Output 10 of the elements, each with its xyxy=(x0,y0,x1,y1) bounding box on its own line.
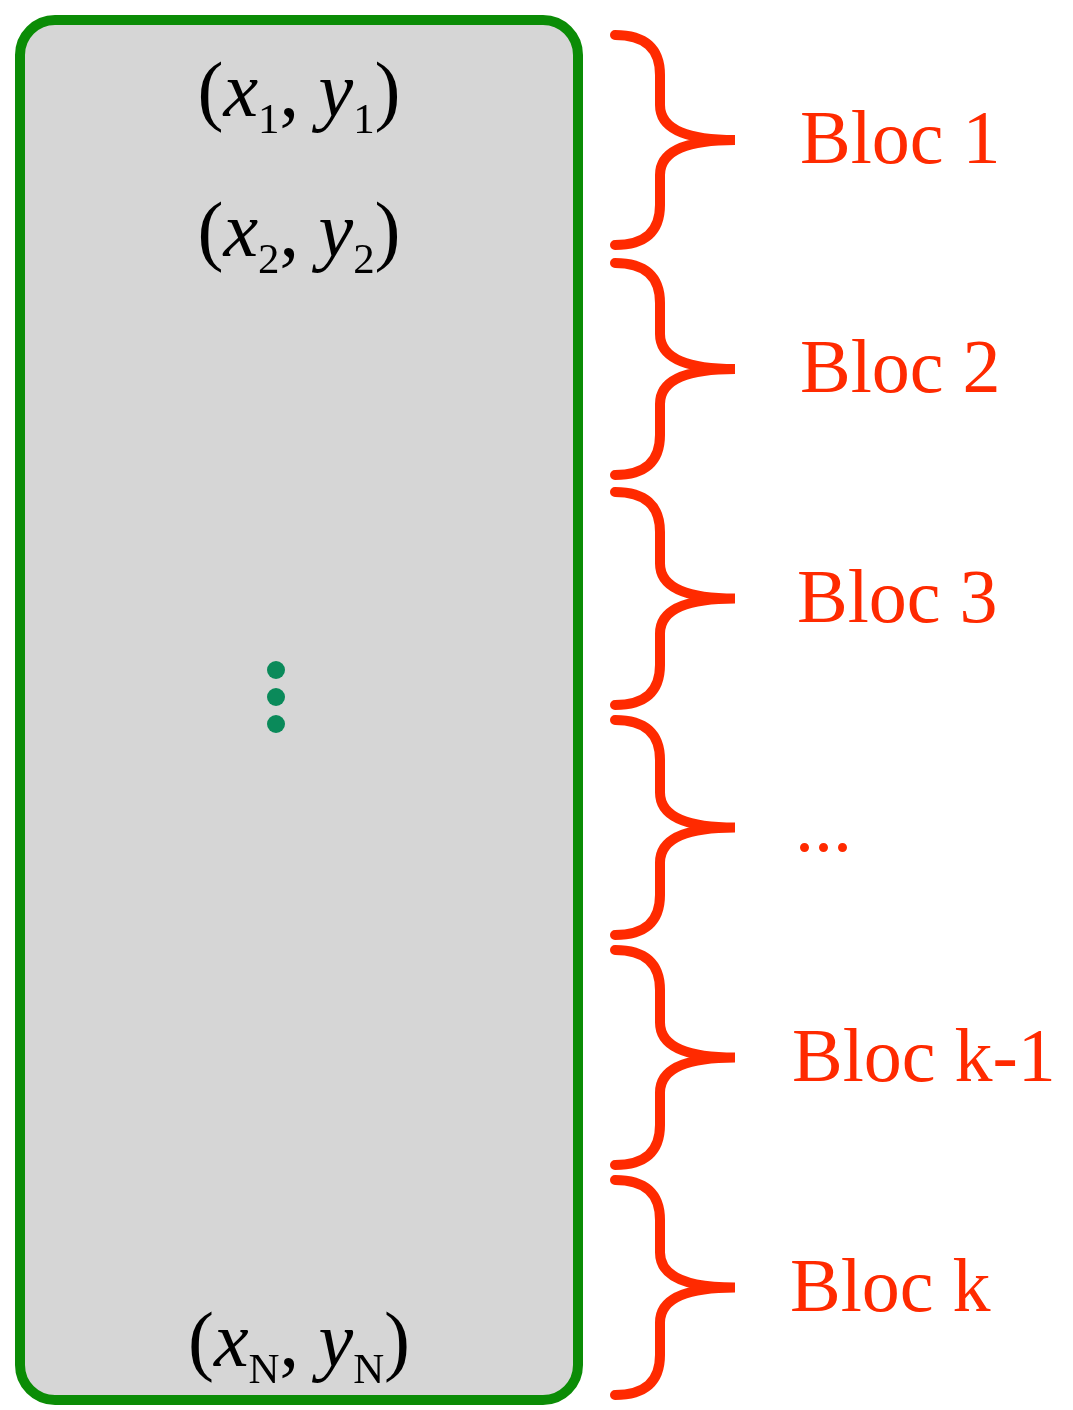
coordinate-pair: (x$_{1}$, y$_{1}$) xyxy=(196,45,402,144)
block-label: Bloc k xyxy=(790,1241,991,1329)
coordinate-pair: (x$_{N}$, y$_{N}$) xyxy=(186,1295,412,1394)
block-label: Bloc 2 xyxy=(800,323,1001,410)
block-label: Bloc 3 xyxy=(797,552,998,640)
data-table-box xyxy=(15,15,583,1405)
block-label: Bloc k-1 xyxy=(792,1011,1056,1099)
block-label: ... xyxy=(795,781,852,869)
coordinate-pair: (x$_{2}$, y$_{2}$) xyxy=(196,185,402,284)
block-label: Bloc 1 xyxy=(800,94,1001,181)
